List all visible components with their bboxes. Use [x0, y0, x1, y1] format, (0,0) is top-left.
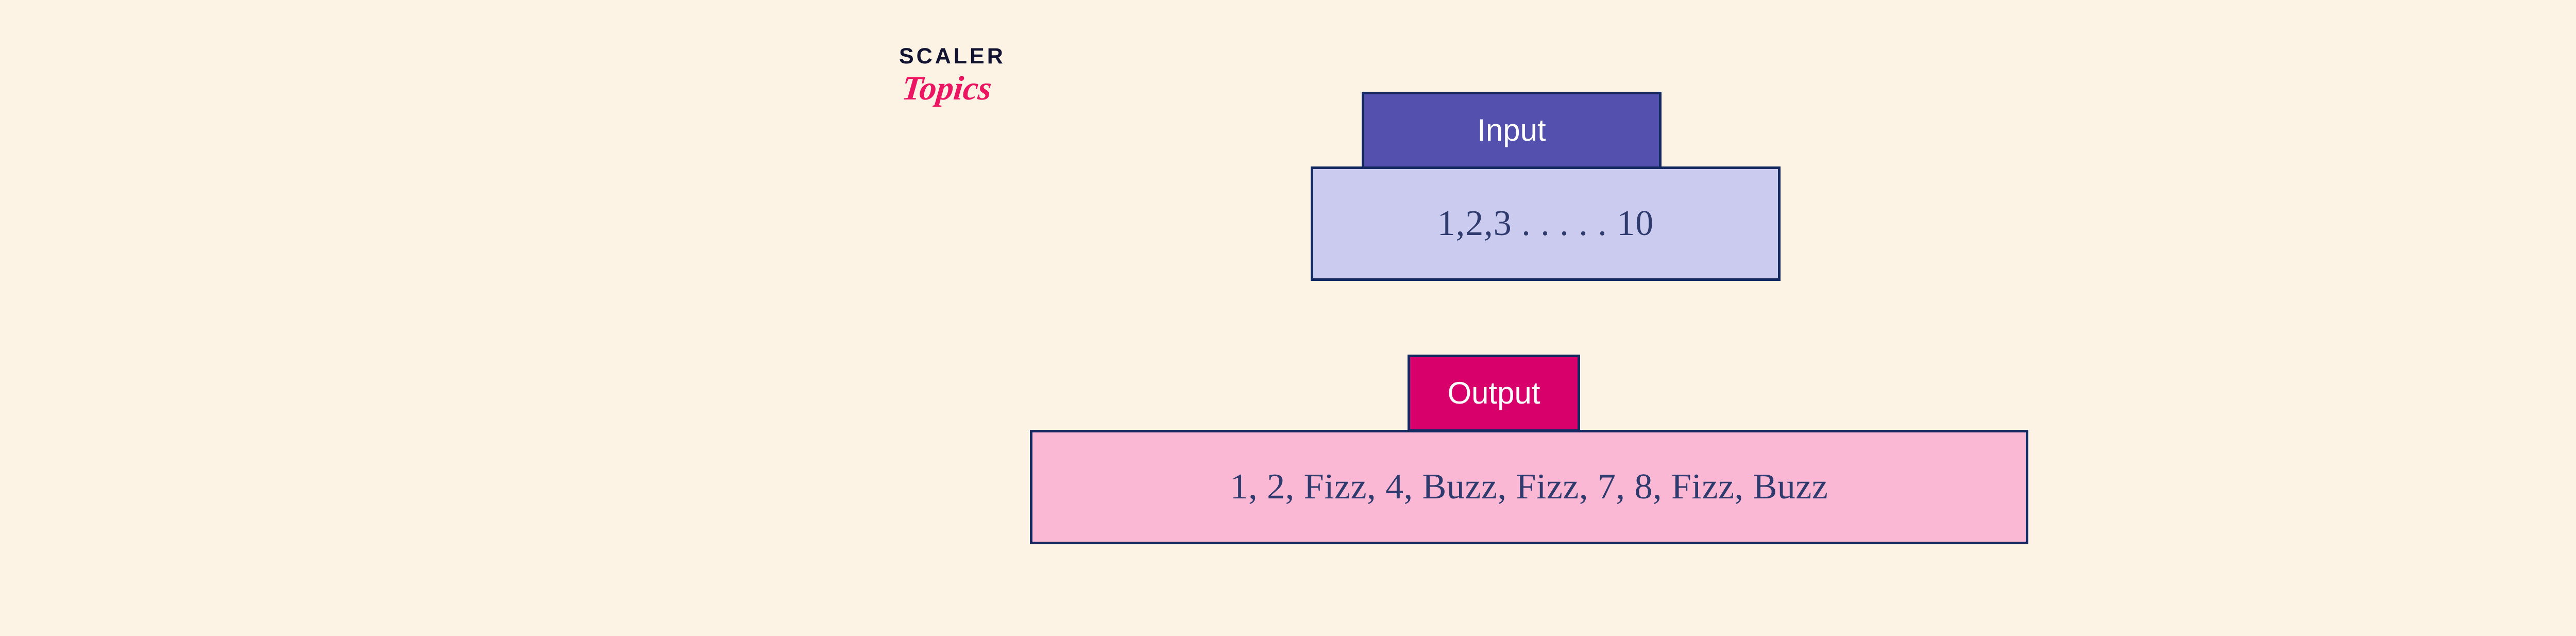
- output-tab-label: Output: [1408, 355, 1580, 432]
- input-value-panel: 1,2,3 . . . . . 10: [1311, 166, 1781, 281]
- input-value-text: 1,2,3 . . . . . 10: [1437, 204, 1654, 243]
- input-tab-label: Input: [1362, 92, 1662, 169]
- input-tab-text: Input: [1477, 113, 1546, 147]
- logo-scaler-wordmark: SCALER: [899, 44, 1006, 69]
- output-tab-text: Output: [1447, 376, 1540, 410]
- output-value-panel: 1, 2, Fizz, 4, Buzz, Fizz, 7, 8, Fizz, B…: [1030, 430, 2028, 544]
- logo-topics-wordmark: Topics: [900, 70, 994, 107]
- output-value-text: 1, 2, Fizz, 4, Buzz, Fizz, 7, 8, Fizz, B…: [1230, 467, 1828, 507]
- scaler-topics-logo: SCALER Topics: [899, 45, 1054, 133]
